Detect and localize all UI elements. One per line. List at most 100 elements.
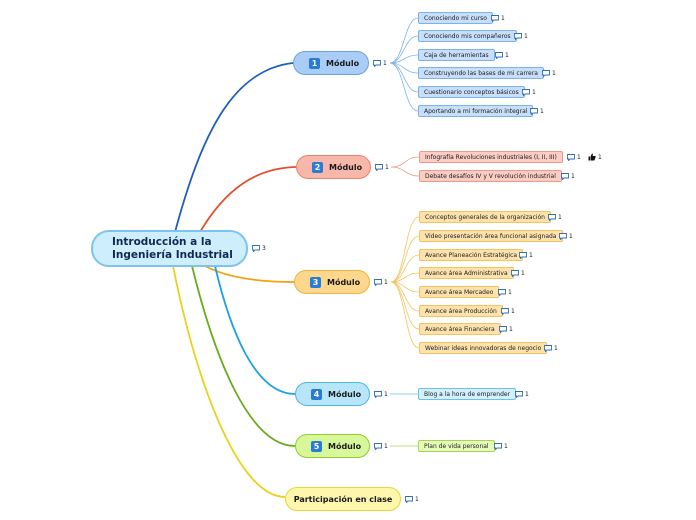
comment-icon <box>498 288 506 296</box>
modulo-1-comment-badge[interactable]: 1 <box>373 58 387 68</box>
leaf-comment-badge[interactable]: 1 <box>511 268 525 278</box>
leaf-label: Avance área Producción <box>425 307 497 315</box>
leaf-comment-badge[interactable]: 1 <box>514 31 528 41</box>
modulo-4-topic[interactable]: 4 Módulo <box>295 382 370 406</box>
leaf-comment-badge[interactable]: 1 <box>501 306 515 316</box>
root-topic[interactable]: Introducción a la Ingeniería Industrial <box>91 230 248 267</box>
comment-icon <box>499 325 507 333</box>
leaf-construyendo-las-bases[interactable]: Construyendo las bases de mi carrera <box>418 67 544 79</box>
edge-root-modulo-3 <box>204 265 295 283</box>
modulo-5-topic[interactable]: 5 Módulo <box>295 434 370 458</box>
comment-count: 1 <box>571 172 575 180</box>
comment-icon <box>522 88 530 96</box>
modulo-1-comment-count: 1 <box>383 59 387 67</box>
comment-icon <box>567 153 575 161</box>
comment-icon <box>374 278 382 286</box>
modulo-2-comment-badge[interactable]: 1 <box>375 162 389 172</box>
comment-count: 1 <box>384 390 388 398</box>
modulo-5-comment-badge[interactable]: 1 <box>374 441 388 451</box>
leaf-comment-badge[interactable]: 1 <box>567 152 581 162</box>
modulo-1-topic[interactable]: 1 Módulo <box>293 51 369 75</box>
leaf-infografia-revoluciones[interactable]: Infografía Revoluciones industriales (I,… <box>419 151 563 163</box>
comment-icon <box>530 107 538 115</box>
root-line-1: Introducción a la <box>112 235 212 248</box>
leaf-comment-badge[interactable]: 1 <box>530 106 544 116</box>
comment-count: 1 <box>508 288 512 296</box>
leaf-conceptos-generales[interactable]: Conceptos generales de la organización <box>419 211 551 223</box>
leaf-avance-financiera[interactable]: Avance área Financiera <box>419 323 501 335</box>
leaf-label: Conociendo mi curso <box>424 14 487 22</box>
leaf-like-badge[interactable]: 1 <box>588 152 602 162</box>
leaf-comment-badge[interactable]: 1 <box>491 13 505 23</box>
leaf-conociendo-mis-companeros[interactable]: Conociendo mis compañeros <box>418 30 517 42</box>
comment-icon <box>515 390 523 398</box>
leaf-debate-desafios[interactable]: Debate desafíos IV y V revolución indust… <box>419 170 562 182</box>
leaf-label: Avance área Financiera <box>425 325 495 333</box>
leaf-plan-de-vida[interactable]: Plan de vida personal <box>418 440 495 452</box>
comment-count: 1 <box>577 153 581 161</box>
comment-count: 1 <box>554 344 558 352</box>
edge-root-modulo-4 <box>214 265 296 395</box>
leaf-conociendo-mi-curso[interactable]: Conociendo mi curso <box>418 12 493 24</box>
leaf-avance-mercadeo[interactable]: Avance área Mercadeo <box>419 286 500 298</box>
comment-icon <box>559 232 567 240</box>
modulo-4-number: 4 <box>311 388 322 400</box>
leaf-aportando-formacion[interactable]: Aportando a mi formación integral <box>418 105 534 117</box>
leaf-comment-badge[interactable]: 1 <box>542 68 556 78</box>
leaf-comment-badge[interactable]: 1 <box>548 212 562 222</box>
comment-count: 1 <box>385 163 389 171</box>
modulo-2-number: 2 <box>312 161 323 173</box>
edge-root-modulo-2 <box>199 166 297 233</box>
leaf-comment-badge[interactable]: 1 <box>499 324 513 334</box>
leaf-avance-planeacion[interactable]: Avance Planeación Estratégica <box>419 249 524 261</box>
leaf-video-presentacion[interactable]: Video presentación área funcional asigna… <box>419 230 563 242</box>
comment-icon <box>544 344 552 352</box>
modulo-5-number: 5 <box>311 440 322 452</box>
comment-icon <box>548 213 556 221</box>
comment-count: 1 <box>524 32 528 40</box>
leaf-label: Avance área Mercadeo <box>425 288 494 296</box>
comment-count: 1 <box>505 51 509 59</box>
comment-count: 1 <box>511 307 515 315</box>
thumbs-up-icon <box>588 153 596 161</box>
comment-icon <box>374 390 382 398</box>
leaf-comment-badge[interactable]: 1 <box>559 231 573 241</box>
leaf-label: Debate desafíos IV y V revolución indust… <box>425 172 556 180</box>
leaf-avance-administrativa[interactable]: Avance área Administrativa <box>419 267 514 279</box>
leaf-comment-badge[interactable]: 1 <box>561 171 575 181</box>
leaf-comment-badge[interactable]: 1 <box>495 50 509 60</box>
leaf-avance-produccion[interactable]: Avance área Producción <box>419 305 503 317</box>
comment-count: 1 <box>509 325 513 333</box>
modulo-3-number: 3 <box>310 276 321 288</box>
leaf-cuestionario-conceptos[interactable]: Cuestionario conceptos básicos <box>418 86 525 98</box>
like-count: 1 <box>598 153 602 161</box>
comment-icon <box>495 51 503 59</box>
participacion-comment-badge[interactable]: 1 <box>405 494 419 504</box>
modulo-3-comment-badge[interactable]: 1 <box>374 277 388 287</box>
modulo-4-comment-badge[interactable]: 1 <box>374 389 388 399</box>
modulo-3-topic[interactable]: 3 Módulo <box>294 270 370 294</box>
leaf-webinar-ideas[interactable]: Webinar ideas innovadoras de negocio <box>419 342 548 354</box>
leaf-blog-emprender[interactable]: Blog a la hora de emprender <box>418 388 517 400</box>
leaf-caja-de-herramientas[interactable]: Caja de herramientas <box>418 49 495 61</box>
comment-count: 1 <box>552 69 556 77</box>
root-comment-badge[interactable]: 3 <box>252 243 266 253</box>
edge-root-modulo-1 <box>174 62 294 233</box>
leaf-comment-badge[interactable]: 1 <box>519 250 533 260</box>
participacion-topic[interactable]: Participación en clase <box>285 487 401 511</box>
comment-icon <box>501 307 509 315</box>
modulo-4-label: Módulo <box>328 389 362 399</box>
edge-root-modulo-5 <box>191 265 296 447</box>
comment-count: 1 <box>501 14 505 22</box>
leaf-comment-badge[interactable]: 1 <box>522 87 536 97</box>
comment-count: 1 <box>384 442 388 450</box>
leaf-label: Aportando a mi formación integral <box>424 107 528 115</box>
leaf-comment-badge[interactable]: 1 <box>498 287 512 297</box>
leaf-label: Avance área Administrativa <box>425 269 508 277</box>
leaf-comment-badge[interactable]: 1 <box>515 389 529 399</box>
modulo-1-number: 1 <box>309 57 320 69</box>
leaf-comment-badge[interactable]: 1 <box>494 441 508 451</box>
leaf-comment-badge[interactable]: 1 <box>544 343 558 353</box>
modulo-2-topic[interactable]: 2 Módulo <box>296 155 371 179</box>
root-line-2: Ingeniería Industrial <box>112 248 233 261</box>
